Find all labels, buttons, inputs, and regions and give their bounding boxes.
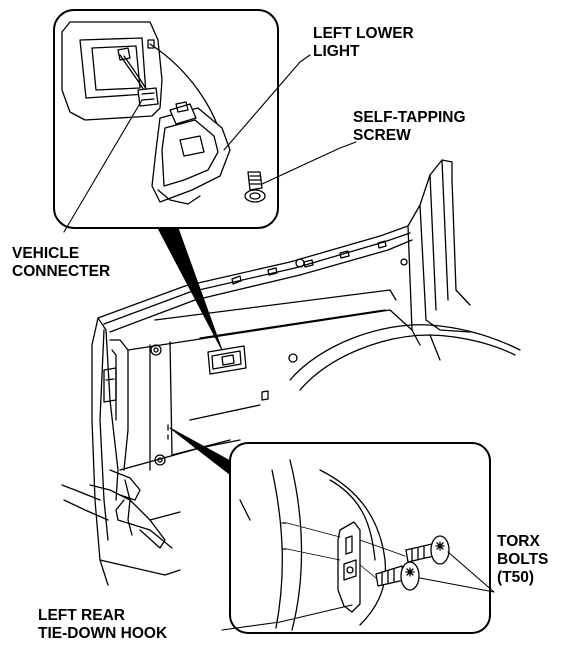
label-torx-bolts: TORX BOLTS (T50) xyxy=(497,533,548,587)
label-left-rear-tie-down-hook-line1: LEFT REAR xyxy=(38,607,125,624)
leader-lines xyxy=(63,54,495,631)
leader-vehicle-connecter xyxy=(63,99,143,233)
leader-tie-down-hook xyxy=(221,604,353,631)
label-left-rear-tie-down-hook: LEFT REAR TIE-DOWN HOOK xyxy=(38,607,167,643)
label-self-tapping-screw: SELF-TAPPING SCREW xyxy=(353,109,466,145)
label-torx-bolts-line1: TORX xyxy=(497,533,540,550)
label-vehicle-connecter-line1: VEHICLE xyxy=(12,245,80,262)
label-torx-bolts-line3: (T50) xyxy=(497,569,535,586)
label-left-lower-light-line2: LIGHT xyxy=(313,43,360,60)
label-left-lower-light: LEFT LOWER LIGHT xyxy=(313,25,414,61)
leader-self-tapping-screw xyxy=(261,141,357,185)
label-torx-bolts-line2: BOLTS xyxy=(497,551,549,568)
label-self-tapping-screw-line1: SELF-TAPPING xyxy=(353,109,466,126)
leader-torx-lower xyxy=(419,577,495,593)
leader-left-lower-light xyxy=(223,54,311,151)
hook-detail-inset xyxy=(169,427,491,634)
light-detail-inset xyxy=(53,9,279,351)
label-vehicle-connecter: VEHICLE CONNECTER xyxy=(12,245,110,281)
label-vehicle-connecter-line2: CONNECTER xyxy=(12,263,111,280)
truck-bed-panel xyxy=(61,159,521,586)
label-self-tapping-screw-line2: SCREW xyxy=(353,127,411,144)
leader-torx-upper xyxy=(447,551,495,593)
label-left-lower-light-line1: LEFT LOWER xyxy=(313,25,414,42)
label-left-rear-tie-down-hook-line2: TIE-DOWN HOOK xyxy=(38,625,168,642)
